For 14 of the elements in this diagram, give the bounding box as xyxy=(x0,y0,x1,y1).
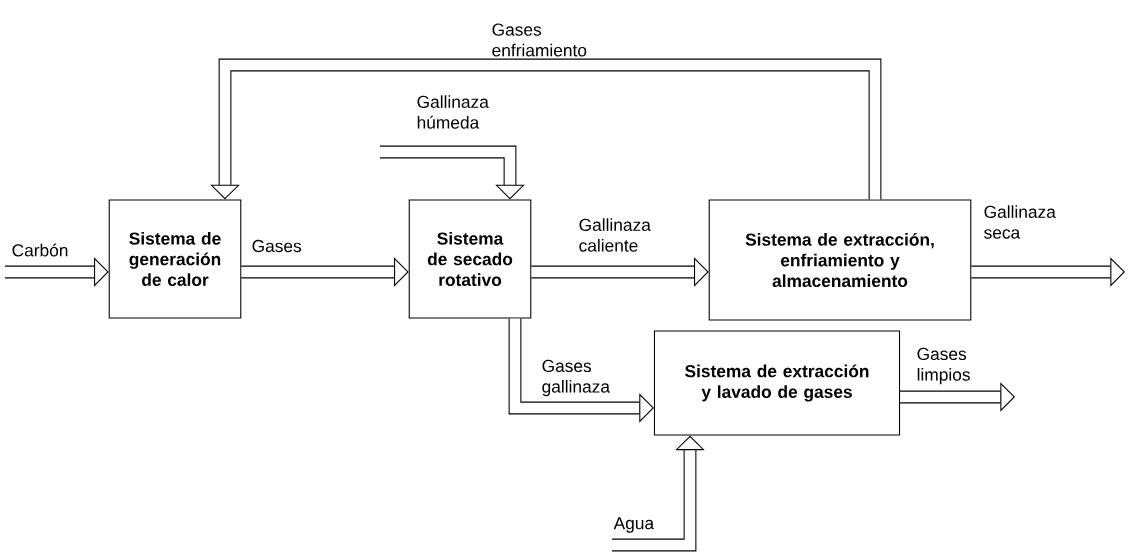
block-arrow xyxy=(380,145,525,200)
process-box: Sistema de generación de calor xyxy=(108,199,242,319)
edge-label: Gases gallinaza xyxy=(542,359,610,397)
edge-label: Gallinaza caliente xyxy=(579,218,651,252)
process-box: Sistema de extracción, enfriamiento y almacenamiento xyxy=(708,199,972,321)
edge-label: Gases enfriamiento xyxy=(492,23,587,57)
edge-label: Agua xyxy=(613,517,655,533)
edge-label: Gases xyxy=(252,239,302,253)
process-box: Sistema de extracción y lavado de gases xyxy=(653,330,901,436)
edge-label: Gases limpios xyxy=(917,347,970,385)
edge-label: Gallinaza seca xyxy=(984,205,1056,239)
edge-label: Carbón xyxy=(12,243,68,257)
process-box: Sistema de secado rotativo xyxy=(408,199,532,319)
edge-label: Gallinaza húmeda xyxy=(417,95,489,129)
